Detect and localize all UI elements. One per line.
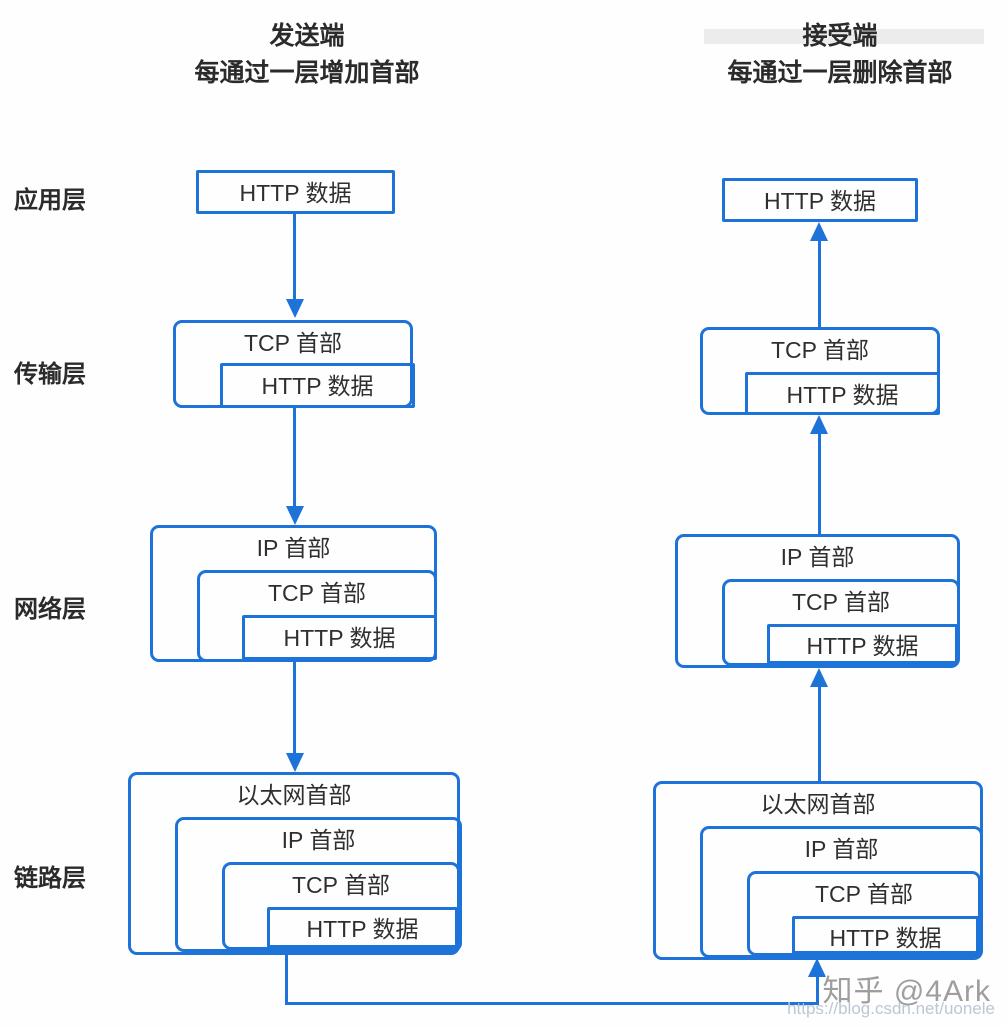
layer-label-network: 网络层	[14, 596, 86, 623]
watermark-url: https://blog.csdn.net/uonele	[787, 999, 995, 1018]
receiver-network-http-label: HTTP 数据	[806, 633, 919, 659]
arrow-line	[818, 433, 821, 534]
sender-transport-http-label: HTTP 数据	[261, 373, 374, 399]
sender-link-http-box: HTTP 数据	[267, 907, 458, 948]
receiver-application-http-box: HTTP 数据	[722, 178, 918, 222]
receiver-transport-http-label: HTTP 数据	[786, 382, 899, 408]
sender-application-http-box: HTTP 数据	[196, 170, 395, 214]
arrow-up-icon	[810, 222, 828, 241]
receiver-link-ip-label: IP 首部	[804, 836, 879, 862]
receiver-link-ethernet-label: 以太网首部	[760, 791, 876, 817]
receiver-link-http-label: HTTP 数据	[829, 925, 942, 951]
layer-label-application: 应用层	[14, 187, 86, 214]
receiver-title: 接受端 每通过一层删除首部	[675, 18, 1005, 92]
arrow-line	[293, 214, 296, 301]
receiver-transport-tcp-label: TCP 首部	[771, 337, 869, 363]
sender-title-line2: 每通过一层增加首部	[194, 59, 420, 87]
arrow-down-icon	[286, 506, 304, 525]
receiver-network-http-box: HTTP 数据	[767, 624, 958, 664]
sender-link-ethernet-label: 以太网首部	[236, 782, 352, 808]
receiver-network-tcp-box: TCP 首部	[722, 579, 960, 666]
sender-network-tcp-label: TCP 首部	[268, 580, 366, 606]
arrow-up-icon	[808, 958, 826, 977]
receiver-application-http-label: HTTP 数据	[763, 188, 877, 214]
sender-network-http-label: HTTP 数据	[283, 625, 396, 651]
sender-link-ip-label: IP 首部	[281, 827, 356, 853]
sender-link-tcp-label: TCP 首部	[292, 872, 390, 898]
receiver-network-tcp-label: TCP 首部	[792, 589, 890, 615]
receiver-link-http-box: HTTP 数据	[792, 916, 979, 954]
arrow-line	[293, 662, 296, 755]
sender-network-tcp-box: TCP 首部	[197, 570, 437, 662]
arrow-line	[818, 686, 821, 781]
receiver-network-ip-label: IP 首部	[780, 544, 855, 570]
sender-network-ip-label: IP 首部	[256, 535, 331, 561]
receiver-link-ip-box: IP 首部	[700, 826, 983, 958]
sender-title-line1: 发送端	[269, 22, 345, 50]
background-band	[704, 29, 984, 44]
receiver-link-tcp-box: TCP 首部	[747, 871, 981, 956]
receiver-transport-http-box: HTTP 数据	[745, 372, 940, 415]
connector-line-down	[285, 953, 288, 1005]
arrow-line	[818, 240, 821, 327]
arrow-line	[293, 408, 296, 508]
receiver-link-tcp-label: TCP 首部	[815, 881, 913, 907]
sender-network-http-box: HTTP 数据	[242, 615, 437, 660]
sender-application-http-label: HTTP 数据	[239, 180, 352, 206]
arrow-up-icon	[810, 668, 828, 687]
arrow-down-icon	[286, 753, 304, 772]
receiver-title-line2: 每通过一层删除首部	[727, 59, 953, 87]
sender-transport-tcp-label: TCP 首部	[244, 330, 342, 356]
arrow-down-icon	[286, 299, 304, 318]
layer-label-transport: 传输层	[14, 361, 86, 388]
sender-title: 发送端 每通过一层增加首部	[142, 18, 472, 92]
sender-transport-http-box: HTTP 数据	[220, 363, 415, 408]
sender-link-ethernet-box: 以太网首部	[128, 772, 460, 955]
layer-label-link: 链路层	[14, 865, 86, 892]
watermark-credit: 知乎 @4Ark	[822, 975, 991, 1008]
sender-link-ip-box: IP 首部	[175, 817, 462, 952]
arrow-up-icon	[810, 415, 828, 434]
connector-line-up	[816, 977, 819, 1004]
sender-link-tcp-box: TCP 首部	[222, 862, 460, 950]
sender-link-http-label: HTTP 数据	[306, 916, 419, 942]
receiver-title-line1: 接受端	[802, 22, 878, 50]
connector-line-horizontal	[285, 1002, 819, 1005]
